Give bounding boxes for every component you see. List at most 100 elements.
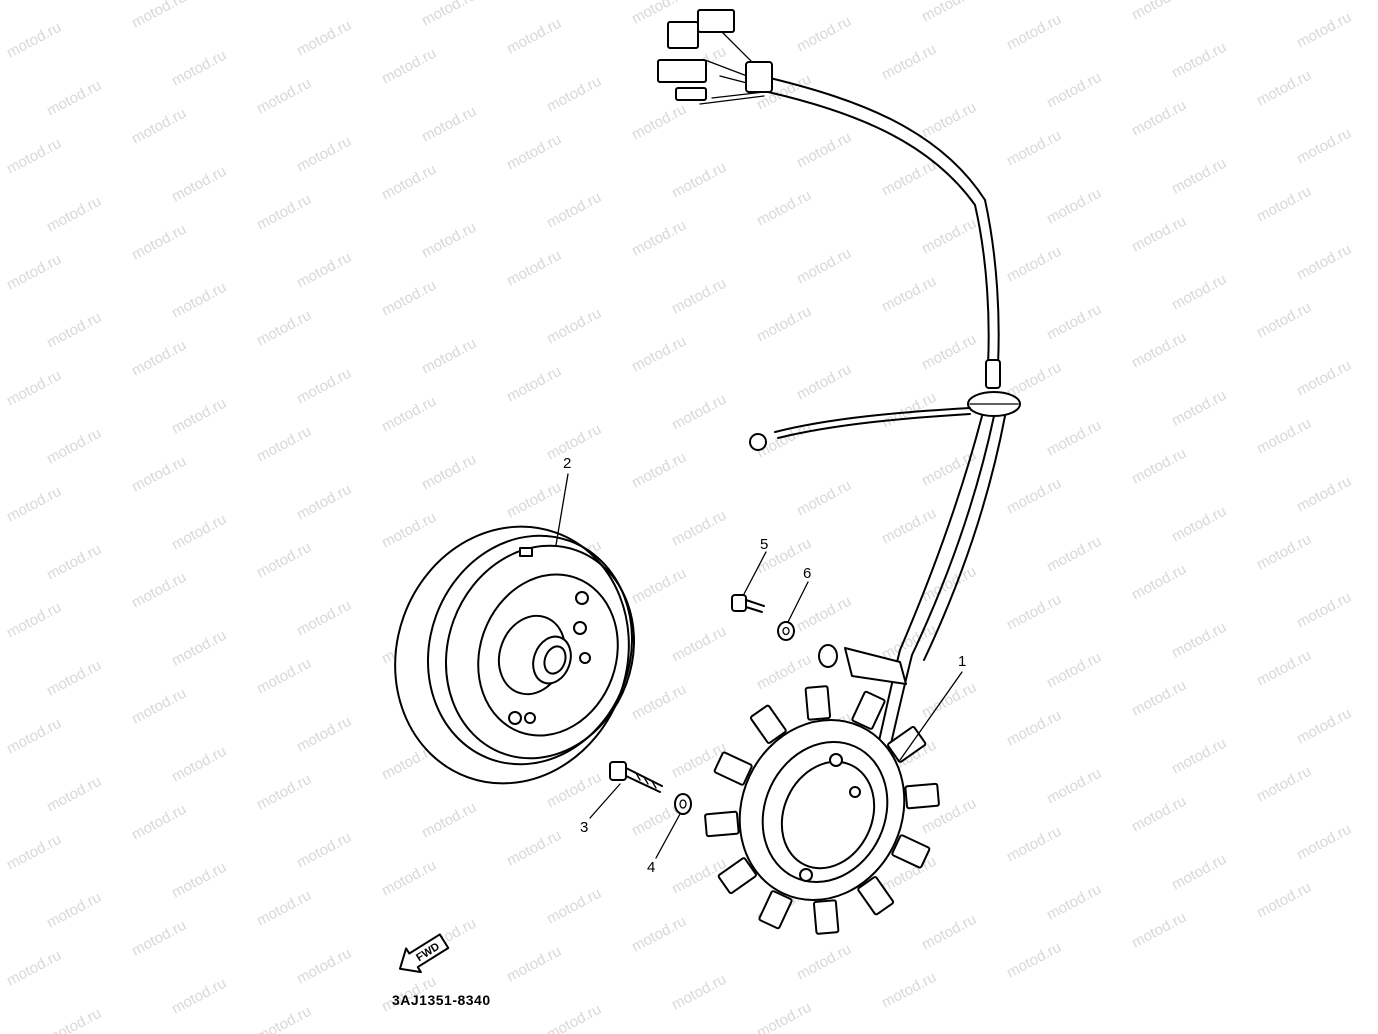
watermark-text: motod.ru xyxy=(504,479,564,522)
watermark-text: motod.ru xyxy=(1044,533,1104,576)
rotor xyxy=(394,525,636,785)
watermark-text: motod.ru xyxy=(44,77,104,120)
watermark-layer: motod.ru motod.ru motod.ru motod.ru motod.ru… xyxy=(4,0,1354,1034)
stator-tooth xyxy=(904,782,940,810)
cable-sleeve xyxy=(985,359,1001,389)
watermark-text: motod.ru xyxy=(1294,241,1354,284)
watermark-text: motod.ru xyxy=(1169,619,1229,662)
watermark-text: motod.ru xyxy=(1044,417,1104,460)
stator-tooth xyxy=(717,857,757,895)
watermark-text: motod.ru xyxy=(129,453,189,496)
watermark-text: motod.ru xyxy=(794,361,854,404)
watermark-text: motod.ru xyxy=(1004,591,1064,634)
watermark-text: motod.ru xyxy=(1294,357,1354,400)
watermark-text: motod.ru xyxy=(169,395,229,438)
watermark-text: motod.ru xyxy=(44,0,104,4)
watermark-text: motod.ru xyxy=(294,945,354,988)
watermark-text: motod.ru xyxy=(794,245,854,288)
callout-4: 4 xyxy=(647,859,655,876)
watermark-text: motod.ru xyxy=(504,131,564,174)
watermark-text: motod.ru xyxy=(879,157,939,200)
watermark-text: motod.ru xyxy=(544,769,604,812)
watermark-text: motod.ru xyxy=(1169,851,1229,894)
watermark-text: motod.ru xyxy=(1004,707,1064,750)
watermark-text: motod.ru xyxy=(294,365,354,408)
connectors xyxy=(657,9,773,101)
watermark-text: motod.ru xyxy=(1169,503,1229,546)
watermark-text: motod.ru xyxy=(1169,387,1229,430)
watermark-text: motod.ru xyxy=(294,829,354,872)
callout-labels: 1 2 3 4 5 6 xyxy=(563,455,966,876)
stator-washer xyxy=(674,793,692,815)
watermark-text: motod.ru xyxy=(419,219,479,262)
watermark-text: motod.ru xyxy=(1004,823,1064,866)
watermark-text: motod.ru xyxy=(379,161,439,204)
watermark-text: motod.ru xyxy=(129,917,189,960)
watermark-text: motod.ru xyxy=(44,425,104,468)
watermark-text: motod.ru xyxy=(379,857,439,900)
watermark-text: motod.ru xyxy=(254,75,314,118)
watermark-text: motod.ru xyxy=(1004,11,1064,54)
watermark-text: motod.ru xyxy=(669,971,729,1014)
watermark-text: motod.ru xyxy=(1254,299,1314,342)
watermark-text: motod.ru xyxy=(4,367,64,410)
watermark-text: motod.ru xyxy=(4,483,64,526)
watermark-text: motod.ru xyxy=(794,593,854,636)
watermark-text: motod.ru xyxy=(129,801,189,844)
stator-tooth xyxy=(749,704,787,744)
callout-6: 6 xyxy=(803,565,811,582)
watermark-text: motod.ru xyxy=(544,73,604,116)
watermark-text: motod.ru xyxy=(629,333,689,376)
watermark-text: motod.ru xyxy=(919,679,979,722)
watermark-text: motod.ru xyxy=(1294,821,1354,864)
watermark-text: motod.ru xyxy=(254,887,314,930)
watermark-text: motod.ru xyxy=(1294,473,1354,516)
watermark-text: motod.ru xyxy=(4,831,64,874)
watermark-text: motod.ru xyxy=(294,17,354,60)
pickup-body xyxy=(818,644,838,668)
watermark-text: motod.ru xyxy=(629,101,689,144)
watermark-text: motod.ru xyxy=(1294,705,1354,748)
watermark-text: motod.ru xyxy=(629,913,689,956)
stator-tooth xyxy=(857,876,895,916)
watermark-text: motod.ru xyxy=(1129,213,1189,256)
watermark-text: motod.ru xyxy=(254,423,314,466)
watermark-text: motod.ru xyxy=(419,451,479,494)
watermark-text: motod.ru xyxy=(669,391,729,434)
watermark-text: motod.ru xyxy=(544,189,604,232)
watermark-text: motod.ru xyxy=(169,627,229,670)
watermark-text: motod.ru xyxy=(379,45,439,88)
watermark-text: motod.ru xyxy=(4,599,64,642)
watermark-text: motod.ru xyxy=(44,309,104,352)
stator-tooth xyxy=(887,725,927,763)
watermark-text: motod.ru xyxy=(504,943,564,986)
watermark-text: motod.ru xyxy=(4,251,64,294)
watermark-text: motod.ru xyxy=(1044,881,1104,924)
watermark-text: motod.ru xyxy=(44,773,104,816)
callout-3: 3 xyxy=(580,819,588,836)
watermark-text: motod.ru xyxy=(544,885,604,928)
watermark-text: motod.ru xyxy=(504,15,564,58)
watermark-text: motod.ru xyxy=(919,331,979,374)
watermark-text: motod.ru xyxy=(669,159,729,202)
watermark-text: motod.ru xyxy=(294,481,354,524)
watermark-text: motod.ru xyxy=(504,363,564,406)
watermark-text: motod.ru xyxy=(1129,97,1189,140)
watermark-text: motod.ru xyxy=(254,539,314,582)
watermark-text: motod.ru xyxy=(629,565,689,608)
watermark-text: motod.ru xyxy=(879,41,939,84)
watermark-text: motod.ru xyxy=(1129,561,1189,604)
watermark-text: motod.ru xyxy=(919,99,979,142)
watermark-text: motod.ru xyxy=(379,393,439,436)
connector-d xyxy=(675,87,707,101)
watermark-text: motod.ru xyxy=(254,307,314,350)
watermark-text: motod.ru xyxy=(1254,763,1314,806)
watermark-text: motod.ru xyxy=(879,969,939,1012)
stator-tooth xyxy=(758,890,793,930)
watermark-text: motod.ru xyxy=(254,771,314,814)
watermark-text: motod.ru xyxy=(1044,185,1104,228)
watermark-text: motod.ru xyxy=(4,715,64,758)
connector-b xyxy=(667,21,699,49)
